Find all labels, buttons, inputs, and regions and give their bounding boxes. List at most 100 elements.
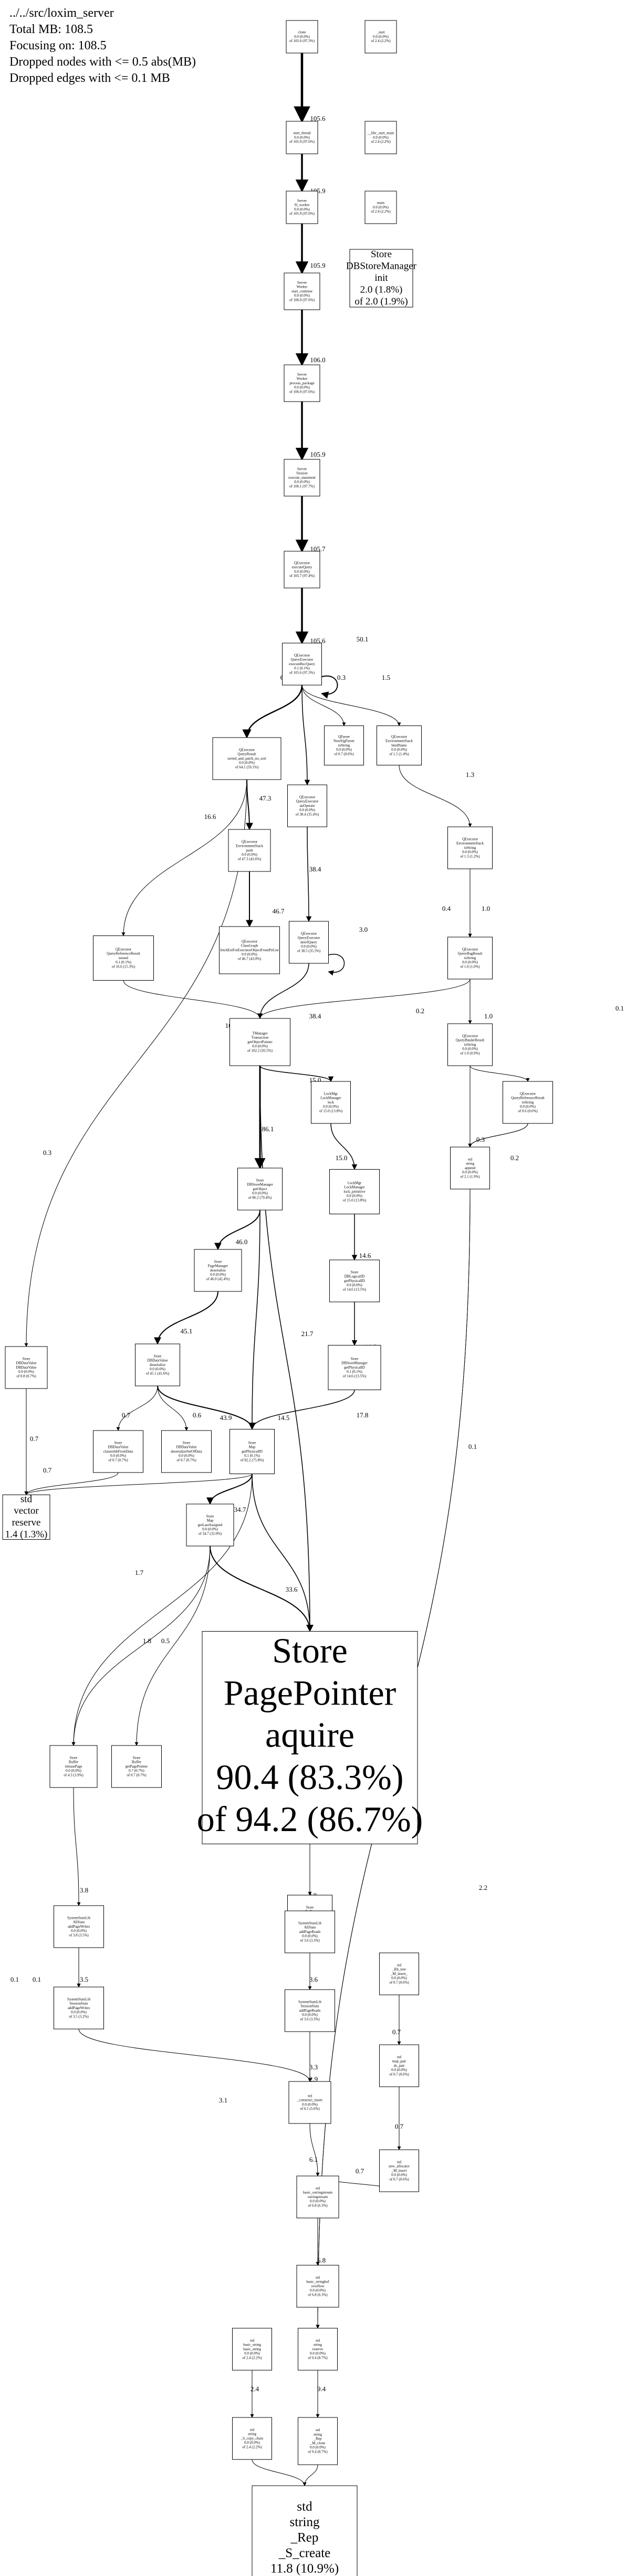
edge-label-e32: 86.1 xyxy=(262,1125,274,1133)
node-qe-sortbindtuple[interactable]: QExecutorQueryResultsorted_and_patch_no_… xyxy=(212,737,281,780)
edge-label-e31: 0.2 xyxy=(510,1154,519,1162)
node-label-line: 0.0 (0.0%) xyxy=(347,1283,362,1287)
node-label-line: DBDataValue xyxy=(176,1445,197,1449)
node-label-line: of 0.7 (0.7%) xyxy=(176,1458,196,1462)
node-label-line: 0.0 (0.0%) xyxy=(252,1191,268,1195)
edge-e50 xyxy=(71,1474,253,1746)
node-label-line: of 105.6 (97.3%) xyxy=(289,39,315,43)
edge-label-e56: 3.8 xyxy=(80,1886,88,1894)
node-syslib-sessionstats-mid[interactable]: SystemStatsLibSessionStatsaddPageReads0.… xyxy=(285,1989,335,2032)
node-label-line: getObject xyxy=(253,1187,267,1191)
edge-e35 xyxy=(249,1210,260,1430)
node-label-line: addPageWrites xyxy=(68,2006,90,2010)
node-box xyxy=(282,643,322,686)
node-label-line: SystemStatsLib xyxy=(298,1921,321,1925)
node-qe-queryreferenceresult-tostring[interactable]: QExecutorQueryReferenceResulttoString0.0… xyxy=(503,1081,553,1124)
node-label-line: DBDataValue xyxy=(108,1445,129,1449)
node-label-line: deserialize xyxy=(150,1363,165,1367)
node-box xyxy=(135,1343,180,1386)
edge-label-e8: 50.1 xyxy=(357,635,369,643)
edge-e47 xyxy=(24,1474,253,1496)
node-label-line: of 1.0 (0.9%) xyxy=(460,1051,480,1055)
node-std-rbtree-insert[interactable]: std_Rb_tree_M_insert_0.0 (0.0%)of 0.7 (0… xyxy=(379,1952,419,1995)
edge-e17 xyxy=(328,953,345,976)
edge-label-e7: 105.6 xyxy=(310,637,326,645)
node-box xyxy=(296,2175,339,2218)
edge-e56 xyxy=(73,1787,81,1906)
node-qe-classgraph[interactable]: QExecutorClassGraphfetchExtForExecutorOb… xyxy=(219,926,280,974)
edge-label-e58: 0.1 xyxy=(11,1975,19,1983)
node-label-line: QParser xyxy=(338,734,350,739)
node-label-line: addPageWrites xyxy=(68,1925,90,1929)
node-label-line: DBDataValue xyxy=(148,1359,168,1363)
node-store-dbdatavalue-deserializefile[interactable]: StoreDBDataValuedeserializeSetOfData0.0 … xyxy=(161,1430,212,1473)
node-syslib-sessionstats-left[interactable]: SystemStatsLibSessionStatsaddPageWrites0… xyxy=(54,1986,104,2030)
edge-label-e24: 1.0 xyxy=(484,1012,493,1020)
node-label-line: getPhysicalID xyxy=(344,1279,365,1283)
edge-label-e30: 0.3 xyxy=(43,1149,51,1156)
node-label-line: main xyxy=(377,201,384,205)
node-label-line: getPhysicalID xyxy=(242,1449,263,1454)
edge-e40 xyxy=(116,1385,158,1431)
node-label-line: 0.0 (0.0%) xyxy=(18,1370,34,1374)
node-label-line: SessionStats xyxy=(69,2002,88,2006)
edge-e49 xyxy=(206,1474,253,1505)
node-label-line: std xyxy=(316,2186,320,2190)
node-label-line: NonAlgParser xyxy=(333,739,355,743)
node-box xyxy=(285,1910,335,1953)
node-label-line: toString xyxy=(464,846,476,850)
node-qe-executeRecQuery[interactable]: QExecutorQueryExecutorexecuteRecQuery0.1… xyxy=(282,643,322,686)
node-label-line: 0.0 (0.0%) xyxy=(373,35,389,39)
node-box xyxy=(212,737,281,780)
